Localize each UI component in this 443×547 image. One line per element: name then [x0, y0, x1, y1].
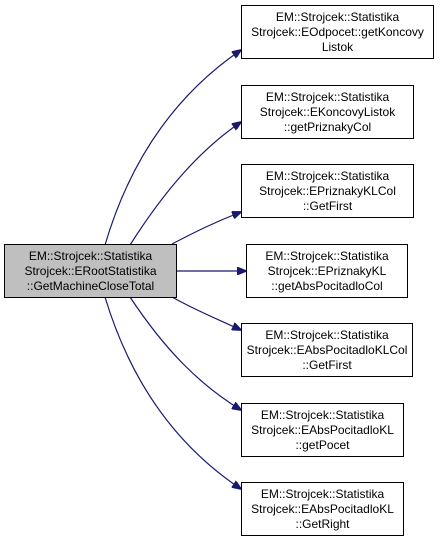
root-node-get-machine-close-total[interactable]: EM::Strojcek::Statistika Strojcek::ERoot…: [4, 244, 177, 298]
callee-5-line-3: ::GetFirst: [302, 357, 352, 372]
callee-7-line-1: EM::Strojcek::Statistika: [260, 486, 385, 501]
callee-2-line-3: ::getPriznakyCol: [283, 119, 372, 134]
callee-7-line-3: ::GetRight: [295, 516, 350, 531]
callee-node-get-abs-pocitadlo-col[interactable]: EM::Strojcek::Statistika Strojcek::EPriz…: [246, 244, 408, 298]
edge-to-callee-1: [104, 50, 241, 246]
callee-3-line-3: ::GetFirst: [302, 198, 353, 213]
callee-6-line-3: ::getPocet: [295, 437, 350, 452]
callee-6-line-1: EM::Strojcek::Statistika: [260, 407, 385, 422]
callee-6-line-2: Strojcek::EAbsPocitadloKL: [251, 422, 394, 437]
root-node-line-3: ::GetMachineCloseTotal: [26, 278, 155, 293]
edge-to-callee-6: [129, 296, 241, 410]
callee-1-line-1: EM::Strojcek::Statistika: [275, 9, 400, 24]
edge-to-callee-7: [104, 296, 241, 489]
callee-3-line-1: EM::Strojcek::Statistika: [265, 168, 390, 183]
callee-1-line-2: Strojcek::EOdpocet::getKoncovy: [251, 24, 424, 39]
callee-2-line-2: Strojcek::EKoncovyListok: [259, 104, 396, 119]
callee-4-line-2: Strojcek::EPriznakyKL: [267, 263, 387, 278]
callee-3-line-2: Strojcek::EPriznakyKLCol: [259, 183, 396, 198]
callee-node-get-koncovy-listok[interactable]: EM::Strojcek::Statistika Strojcek::EOdpo…: [241, 5, 434, 59]
callee-5-line-1: EM::Strojcek::Statistika: [265, 327, 389, 342]
callee-node-get-pocet[interactable]: EM::Strojcek::Statistika Strojcek::EAbsP…: [241, 403, 404, 457]
callee-node-get-priznaky-col[interactable]: EM::Strojcek::Statistika Strojcek::EKonc…: [241, 85, 414, 139]
edge-to-callee-2: [129, 122, 241, 246]
callee-4-line-1: EM::Strojcek::Statistika: [265, 248, 389, 263]
callee-node-abs-pocitadlo-kl-col-get-first[interactable]: EM::Strojcek::Statistika Strojcek::EAbsP…: [241, 323, 413, 377]
edge-to-callee-3: [171, 212, 241, 245]
callee-7-line-2: Strojcek::EAbsPocitadloKL: [251, 501, 394, 516]
callee-2-line-1: EM::Strojcek::Statistika: [265, 89, 390, 104]
callee-node-priznaky-kl-col-get-first[interactable]: EM::Strojcek::Statistika Strojcek::EPriz…: [241, 164, 414, 218]
callee-4-line-3: ::getAbsPocitadloCol: [271, 278, 383, 293]
root-node-line-1: EM::Strojcek::Statistika: [28, 248, 153, 263]
root-node-line-2: Strojcek::ERootStatistika: [24, 263, 157, 278]
callee-1-line-3: Listok: [321, 39, 354, 54]
edge-to-callee-5: [171, 296, 241, 330]
callee-node-get-right[interactable]: EM::Strojcek::Statistika Strojcek::EAbsP…: [241, 482, 404, 536]
callee-5-line-2: Strojcek::EAbsPocitadloKLCol: [246, 342, 408, 357]
